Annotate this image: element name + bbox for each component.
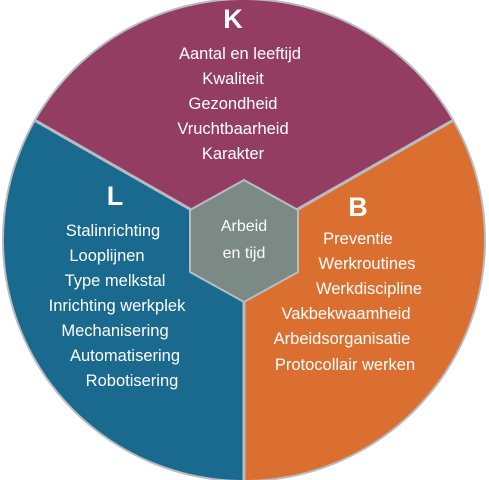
segment-right-item: Protocollair werken bbox=[275, 356, 415, 374]
segment-left-letter: L bbox=[107, 181, 124, 211]
segment-left-items: Stalinrichting Looplijnen Type melkstal … bbox=[49, 222, 186, 390]
center-label-line: en tijd bbox=[223, 245, 266, 262]
segment-right-items: Preventie Werkroutines Werkdiscipline Va… bbox=[274, 230, 422, 374]
segment-left-l bbox=[4, 120, 244, 480]
center-hexagon bbox=[189, 178, 299, 304]
segment-left-item: Type melkstal bbox=[65, 272, 166, 290]
segment-right-item: Werkroutines bbox=[319, 255, 416, 273]
segment-top-item: Gezondheid bbox=[189, 95, 278, 113]
segment-right-item: Werkdiscipline bbox=[316, 280, 422, 298]
segment-top-letter: K bbox=[223, 4, 243, 34]
segment-right-b bbox=[244, 120, 484, 480]
segment-left-item: Mechanisering bbox=[61, 322, 168, 340]
center-label-line: Arbeid bbox=[221, 218, 267, 235]
segment-right-letter: B bbox=[348, 192, 368, 222]
segment-top-items: Aantal en leeftijd Kwaliteit Gezondheid … bbox=[177, 45, 301, 163]
segment-right-item: Preventie bbox=[323, 230, 393, 248]
segment-top-item: Karakter bbox=[202, 145, 265, 163]
segment-top-item: Vruchtbaarheid bbox=[177, 120, 288, 138]
segment-right-item: Vakbekwaamheid bbox=[281, 305, 410, 323]
segment-left-item: Stalinrichting bbox=[66, 222, 160, 240]
segment-left-item: Inrichting werkplek bbox=[49, 297, 186, 315]
segment-left-item: Automatisering bbox=[70, 347, 180, 365]
segment-left-item: Robotisering bbox=[86, 372, 179, 390]
segment-left-item: Looplijnen bbox=[69, 247, 144, 265]
segment-top-item: Kwaliteit bbox=[202, 70, 264, 88]
segment-top-item: Aantal en leeftijd bbox=[179, 45, 301, 63]
segment-right-item: Arbeidsorganisatie bbox=[274, 330, 411, 348]
